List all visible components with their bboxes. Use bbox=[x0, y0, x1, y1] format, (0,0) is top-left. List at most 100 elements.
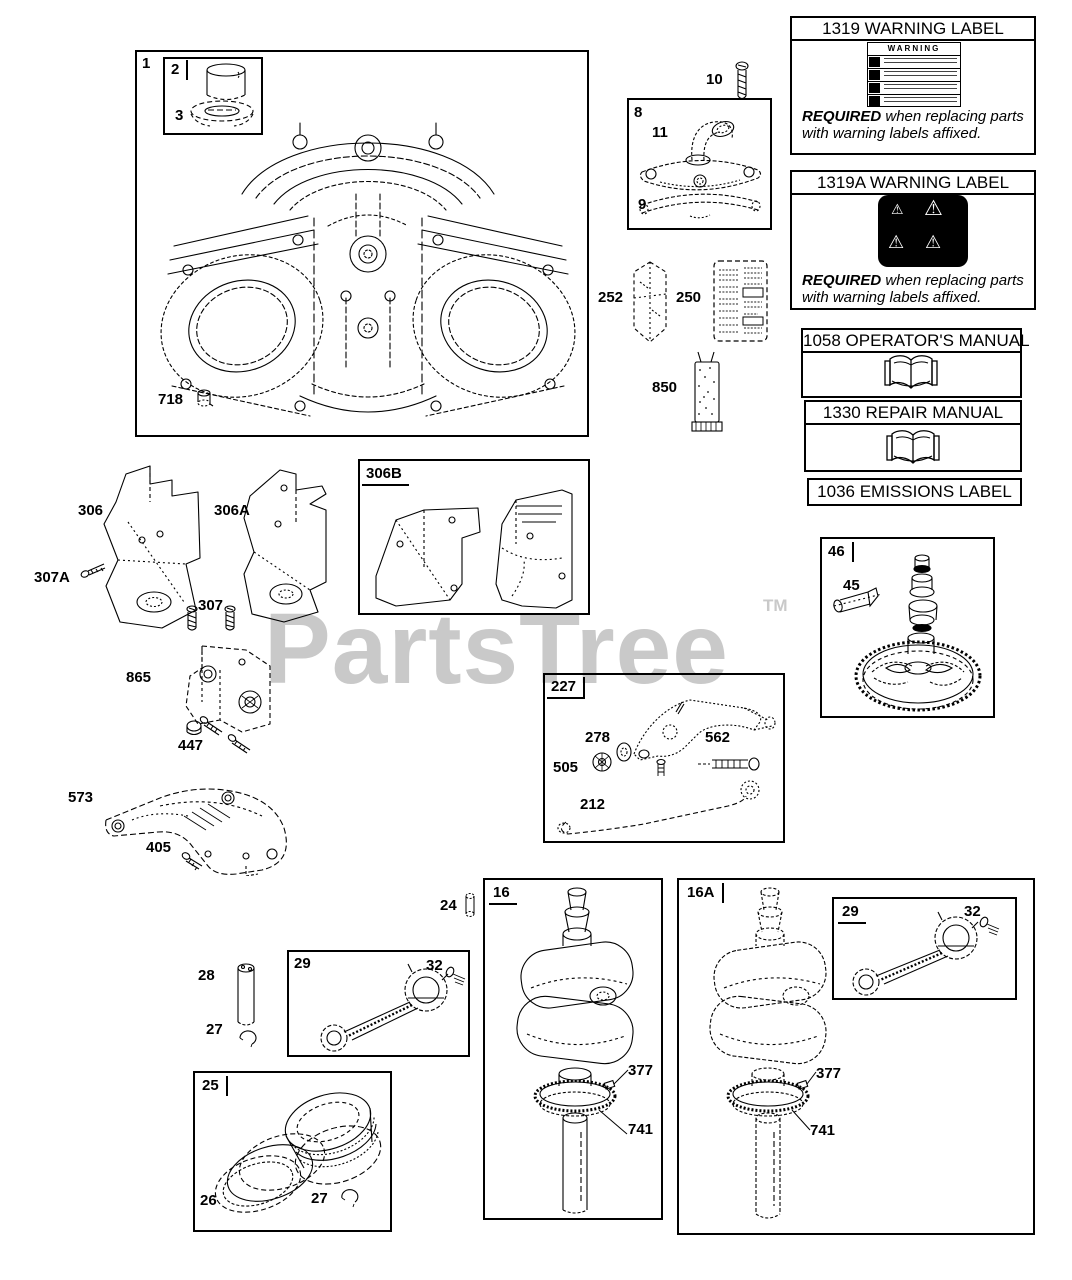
box-cylinder-assembly bbox=[135, 50, 589, 437]
callout-278[interactable]: 278 bbox=[585, 729, 611, 746]
callout-32a[interactable]: 32 bbox=[964, 903, 981, 920]
callout-252[interactable]: 252 bbox=[598, 289, 624, 306]
callout-850[interactable]: 850 bbox=[652, 379, 678, 396]
callout-573[interactable]: 573 bbox=[68, 789, 94, 806]
required-line2: with warning labels affixed. bbox=[802, 125, 982, 142]
emissions-label-title: 1036 EMISSIONS LABEL bbox=[817, 482, 1012, 501]
callout-227[interactable]: 227 bbox=[547, 677, 586, 699]
piston-rings-drawing bbox=[214, 1092, 382, 1213]
screw-405-drawing bbox=[181, 852, 203, 871]
crankshaft-16a-drawing bbox=[709, 887, 827, 1219]
operators-manual-panel: 1058 OPERATOR'S MANUAL bbox=[801, 328, 1030, 398]
required-rest: when replacing parts bbox=[881, 272, 1024, 289]
callout-307[interactable]: 307 bbox=[198, 597, 224, 614]
piston-pin-drawing bbox=[237, 963, 257, 1048]
screw-10-drawing bbox=[735, 61, 749, 100]
callout-741[interactable]: 741 bbox=[628, 1121, 654, 1138]
operators-manual-title: 1058 OPERATOR'S MANUAL bbox=[803, 330, 1030, 353]
callout-377[interactable]: 377 bbox=[628, 1062, 654, 1079]
callout-447[interactable]: 447 bbox=[178, 737, 204, 754]
callout-405[interactable]: 405 bbox=[146, 839, 172, 856]
callout-306[interactable]: 306 bbox=[78, 502, 104, 519]
sticker-row bbox=[868, 95, 960, 107]
callout-11[interactable]: 11 bbox=[652, 124, 668, 141]
callout-306a[interactable]: 306A bbox=[214, 502, 250, 519]
warning-triangle-icon: ⚠ bbox=[891, 201, 904, 217]
warning-triangle-icon: ⚠ bbox=[925, 232, 942, 252]
callout-505[interactable]: 505 bbox=[553, 759, 579, 776]
callout-306b[interactable]: 306B bbox=[362, 464, 409, 486]
screws-447-drawing bbox=[199, 716, 251, 754]
screws-307-drawing bbox=[186, 605, 236, 631]
required-word: REQUIRED bbox=[802, 108, 882, 125]
pin-24-drawing bbox=[465, 893, 475, 917]
callout-45[interactable]: 45 bbox=[843, 577, 860, 594]
required-rest: when replacing parts bbox=[881, 108, 1024, 125]
callout-28[interactable]: 28 bbox=[198, 967, 215, 984]
crankcase-drawing bbox=[160, 122, 586, 419]
sticker-row bbox=[868, 69, 960, 82]
pictogram-icon bbox=[869, 96, 880, 106]
callout-10[interactable]: 10 bbox=[706, 71, 723, 88]
warning-1319a-sticker-icon: ⚠ ⚠ ⚠ ⚠ bbox=[878, 195, 968, 267]
emissions-label-panel: 1036 EMISSIONS LABEL bbox=[807, 478, 1022, 506]
callout-377a[interactable]: 377 bbox=[816, 1065, 842, 1082]
book-icon bbox=[884, 355, 938, 389]
box-connecting-rod-16a bbox=[832, 897, 1017, 1000]
warning-1319a-required-note: REQUIRED when replacing parts with warni… bbox=[802, 272, 1024, 306]
warning-triangle-icon: ⚠ bbox=[888, 232, 905, 252]
callout-2[interactable]: 2 bbox=[167, 60, 189, 80]
pictogram-icon bbox=[869, 70, 880, 80]
pictogram-icon bbox=[869, 57, 880, 67]
box-crankshaft-16 bbox=[483, 878, 663, 1220]
watermark-tm: TM bbox=[763, 596, 788, 615]
box-camshaft bbox=[820, 537, 995, 718]
callout-3[interactable]: 3 bbox=[175, 107, 184, 124]
connecting-rod-drawing bbox=[320, 963, 466, 1052]
callout-562[interactable]: 562 bbox=[705, 729, 731, 746]
box-governor-lever bbox=[543, 673, 785, 843]
callout-718[interactable]: 718 bbox=[158, 391, 184, 408]
box-connecting-rod bbox=[287, 950, 470, 1057]
warning-1319a-panel: 1319A WARNING LABEL bbox=[790, 170, 1036, 310]
box-306b-shields bbox=[358, 459, 590, 615]
box-crankshaft-16a bbox=[677, 878, 1035, 1235]
fine-print bbox=[884, 71, 957, 79]
callout-8[interactable]: 8 bbox=[634, 104, 643, 121]
sealant-850-drawing bbox=[691, 351, 723, 432]
callout-29[interactable]: 29 bbox=[294, 955, 311, 972]
breather-252-drawing bbox=[633, 261, 667, 343]
plug-718-drawing bbox=[197, 389, 214, 407]
callout-741a[interactable]: 741 bbox=[810, 1122, 836, 1139]
screw-307a-drawing bbox=[80, 563, 106, 578]
warning-1319a-title: 1319A WARNING LABEL bbox=[792, 172, 1034, 195]
callout-250[interactable]: 250 bbox=[676, 289, 702, 306]
callout-26[interactable]: 26 bbox=[200, 1192, 217, 1209]
warning-1319-panel: 1319 WARNING LABEL bbox=[790, 16, 1036, 155]
callout-29a[interactable]: 29 bbox=[838, 902, 866, 924]
callout-32[interactable]: 32 bbox=[426, 957, 443, 974]
callout-16a[interactable]: 16A bbox=[683, 883, 724, 903]
callout-27[interactable]: 27 bbox=[206, 1021, 223, 1038]
sticker-row bbox=[868, 56, 960, 69]
callout-27b[interactable]: 27 bbox=[311, 1190, 328, 1207]
required-line2: with warning labels affixed. bbox=[802, 289, 982, 306]
shield-306a-drawing bbox=[243, 469, 327, 623]
bracket-865-drawing bbox=[185, 645, 271, 736]
callout-307a[interactable]: 307A bbox=[34, 569, 70, 586]
callout-25[interactable]: 25 bbox=[198, 1076, 228, 1096]
callout-212[interactable]: 212 bbox=[580, 796, 606, 813]
callout-46[interactable]: 46 bbox=[824, 542, 854, 562]
fine-print bbox=[884, 58, 957, 66]
callout-865[interactable]: 865 bbox=[126, 669, 152, 686]
callout-9[interactable]: 9 bbox=[638, 196, 647, 213]
callout-24[interactable]: 24 bbox=[440, 897, 457, 914]
crankshaft-16-drawing bbox=[516, 887, 634, 1214]
warning-1319-sticker-icon: WARNING bbox=[867, 42, 961, 107]
callout-1[interactable]: 1 bbox=[142, 55, 151, 72]
callout-16[interactable]: 16 bbox=[489, 883, 517, 905]
box-oil-fill bbox=[627, 98, 772, 230]
oil-fill-tube-drawing bbox=[639, 120, 762, 219]
box-piston bbox=[193, 1071, 392, 1232]
